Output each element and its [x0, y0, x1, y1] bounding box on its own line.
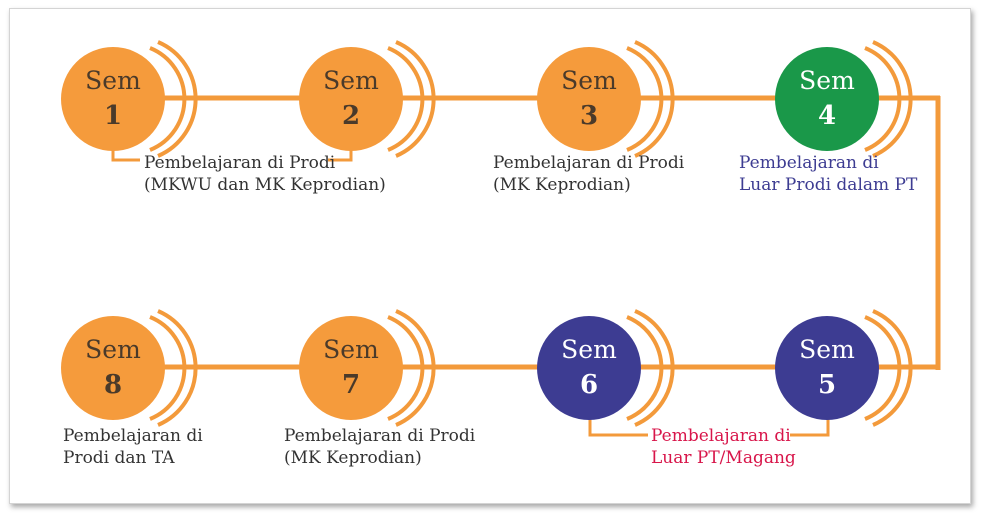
label-semester-7-line2: (MK Keprodian) — [284, 448, 422, 468]
semester-8-number: 8 — [103, 370, 123, 400]
arc-sem5-inner — [864, 315, 902, 421]
semester-3-sem-label: Sem — [561, 66, 617, 95]
semester-7-sem-label: Sem — [323, 335, 379, 364]
label-semester-8: Pembelajaran di Prodi dan TA — [63, 425, 203, 469]
semester-2-circle: Sem 2 — [299, 47, 403, 151]
bracket-sem5 — [790, 415, 830, 437]
semester-8-sem-label: Sem — [85, 335, 141, 364]
label-semester-1-2-line2: (MKWU dan MK Keprodian) — [144, 175, 386, 195]
semester-7-number: 7 — [341, 370, 361, 400]
label-semester-1-2: Pembelajaran di Prodi (MKWU dan MK Kepro… — [144, 152, 386, 196]
arc-sem1-outer — [157, 40, 198, 158]
semester-6-sem-label: Sem — [561, 335, 617, 364]
label-semester-1-2-line1: Pembelajaran di Prodi — [144, 153, 336, 173]
label-semester-7: Pembelajaran di Prodi (MK Keprodian) — [284, 425, 475, 469]
arc-sem8-inner — [149, 315, 187, 421]
label-semester-8-line2: Prodi dan TA — [63, 448, 175, 468]
bracket-sem6 — [588, 415, 648, 437]
semester-5-number: 5 — [817, 370, 837, 400]
semester-5-circle: Sem 5 — [775, 316, 879, 420]
arc-sem2-outer — [395, 40, 436, 158]
arc-sem7-inner — [387, 315, 425, 421]
arc-sem6-inner — [626, 315, 664, 421]
label-semester-3: Pembelajaran di Prodi (MK Keprodian) — [493, 152, 684, 196]
semester-8-circle: Sem 8 — [61, 316, 165, 420]
semester-6-number: 6 — [579, 370, 599, 400]
semester-5-sem-label: Sem — [799, 335, 855, 364]
label-semester-5-6-line2: Luar PT/Magang — [651, 448, 796, 468]
arc-sem3-outer — [634, 40, 675, 158]
semester-3-circle: Sem 3 — [537, 47, 641, 151]
semester-7-circle: Sem 7 — [299, 316, 403, 420]
arc-sem1-inner — [149, 46, 187, 152]
arc-sem3-inner — [626, 46, 664, 152]
label-semester-3-line2: (MK Keprodian) — [493, 175, 631, 195]
label-semester-8-line1: Pembelajaran di — [63, 426, 203, 446]
label-semester-3-line1: Pembelajaran di Prodi — [493, 153, 685, 173]
semester-4-number: 4 — [817, 101, 837, 131]
label-semester-5-6: Pembelajaran di Luar PT/Magang — [651, 425, 796, 469]
semester-3-number: 3 — [579, 101, 599, 131]
semester-1-sem-label: Sem — [85, 66, 141, 95]
arc-sem8-outer — [157, 309, 198, 427]
semester-4-circle: Sem 4 — [775, 47, 879, 151]
label-semester-4-line2: Luar Prodi dalam PT — [739, 175, 918, 195]
label-semester-7-line1: Pembelajaran di Prodi — [284, 426, 476, 446]
semester-2-sem-label: Sem — [323, 66, 379, 95]
label-semester-4-line1: Pembelajaran di — [739, 153, 879, 173]
arc-sem4-outer — [872, 40, 913, 158]
label-semester-5-6-line1: Pembelajaran di — [651, 426, 791, 446]
arc-sem4-inner — [864, 46, 902, 152]
semester-1-circle: Sem 1 — [61, 47, 165, 151]
arc-sem2-inner — [387, 46, 425, 152]
semester-6-circle: Sem 6 — [537, 316, 641, 420]
arc-sem5-outer — [872, 309, 913, 427]
semester-2-number: 2 — [341, 101, 361, 131]
arc-sem6-outer — [634, 309, 675, 427]
arc-sem7-outer — [395, 309, 436, 427]
semester-1-number: 1 — [103, 101, 123, 131]
label-semester-4: Pembelajaran di Luar Prodi dalam PT — [739, 152, 917, 196]
semester-4-sem-label: Sem — [799, 66, 855, 95]
